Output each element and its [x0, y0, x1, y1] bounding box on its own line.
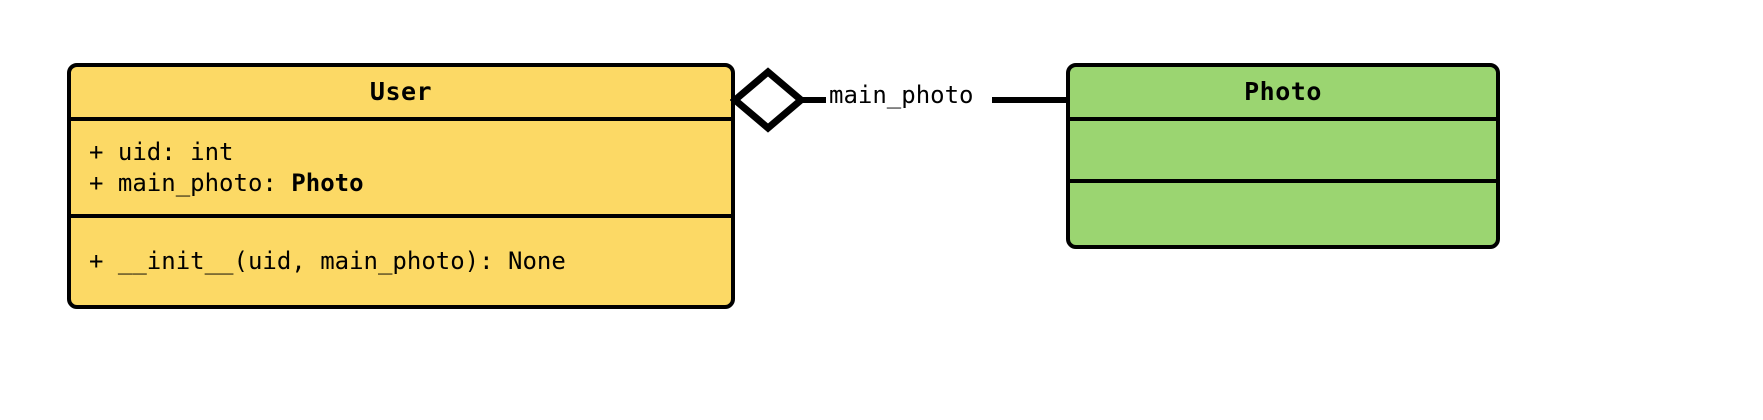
uml-class-user-methods-compartment: + __init__(uid, main_photo): None [71, 218, 731, 305]
uml-class-user[interactable]: User + uid: int + main_photo: Photo + __… [67, 63, 735, 309]
uml-attribute-main-photo-type[interactable]: Photo [291, 168, 364, 197]
uml-class-user-attributes-compartment: + uid: int + main_photo: Photo [71, 121, 731, 218]
uml-method-init: + __init__(uid, main_photo): None [89, 247, 566, 276]
uml-class-photo-title-compartment: Photo [1070, 67, 1496, 121]
uml-relationship-label: main_photo [826, 82, 977, 108]
uml-class-photo-name: Photo [1244, 77, 1322, 107]
uml-attribute-main-photo-label: + main_photo: [89, 168, 292, 197]
aggregation-diamond-icon [730, 67, 807, 133]
uml-class-photo-methods-compartment [1070, 183, 1496, 245]
uml-class-user-name: User [369, 77, 433, 107]
uml-class-user-title-compartment: User [71, 67, 731, 121]
uml-attribute-main-photo: + main_photo: Photo [89, 168, 713, 199]
uml-class-photo-attributes-compartment [1070, 121, 1496, 183]
uml-class-photo[interactable]: Photo [1066, 63, 1500, 249]
uml-attribute-uid: + uid: int [89, 137, 234, 166]
